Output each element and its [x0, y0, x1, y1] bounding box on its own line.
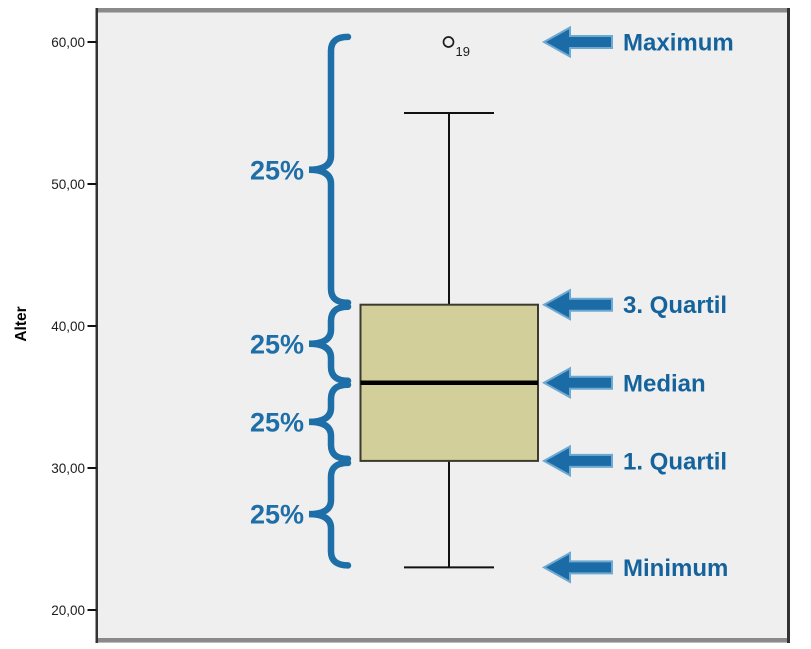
- y-axis-title: Alter: [13, 306, 30, 341]
- curly-brace: [308, 303, 352, 385]
- left-arrow-icon: [541, 551, 613, 584]
- annotation-label: 3. Quartil: [623, 292, 727, 319]
- annotation-label: Median: [623, 370, 706, 397]
- y-tick-label: 50,00: [51, 177, 85, 192]
- y-tick-label: 40,00: [51, 319, 85, 334]
- quartile-braces: 25% 25% 25% 25%: [250, 33, 352, 569]
- outlier-point: [442, 36, 455, 48]
- y-tick-label: 30,00: [51, 461, 85, 476]
- left-arrow-icon: [541, 25, 613, 59]
- curly-brace: [308, 459, 352, 569]
- curly-brace: [308, 381, 352, 463]
- quartile-percent-label: 25%: [250, 329, 304, 359]
- plot-frame-left: [95, 8, 98, 643]
- outlier-case-label: 19: [456, 44, 470, 59]
- plot-frame-bottom: [96, 638, 790, 643]
- annotation-label: Maximum: [623, 30, 734, 57]
- annotation-label: Minimum: [623, 555, 728, 582]
- quartile-percent-label: 25%: [250, 500, 304, 530]
- y-tick-label: 60,00: [51, 35, 85, 50]
- quartile-percent-label: 25%: [250, 407, 304, 437]
- plot-frame-right: [787, 8, 790, 643]
- annotations: Maximum 3. Quartil Median 1. Quartil Min…: [541, 25, 734, 584]
- curly-brace: [308, 33, 352, 306]
- annotation-label: 1. Quartil: [623, 448, 727, 475]
- left-arrow-icon: [541, 366, 613, 400]
- left-arrow-icon: [541, 288, 613, 321]
- quartile-percent-label: 25%: [250, 155, 304, 185]
- boxplot: 19: [359, 36, 539, 569]
- plot-frame-top: [96, 8, 790, 13]
- left-arrow-icon: [541, 444, 613, 478]
- y-axis-ticks: 20,00 30,00 40,00 50,00 60,00: [51, 35, 97, 618]
- y-tick-label: 20,00: [51, 603, 85, 618]
